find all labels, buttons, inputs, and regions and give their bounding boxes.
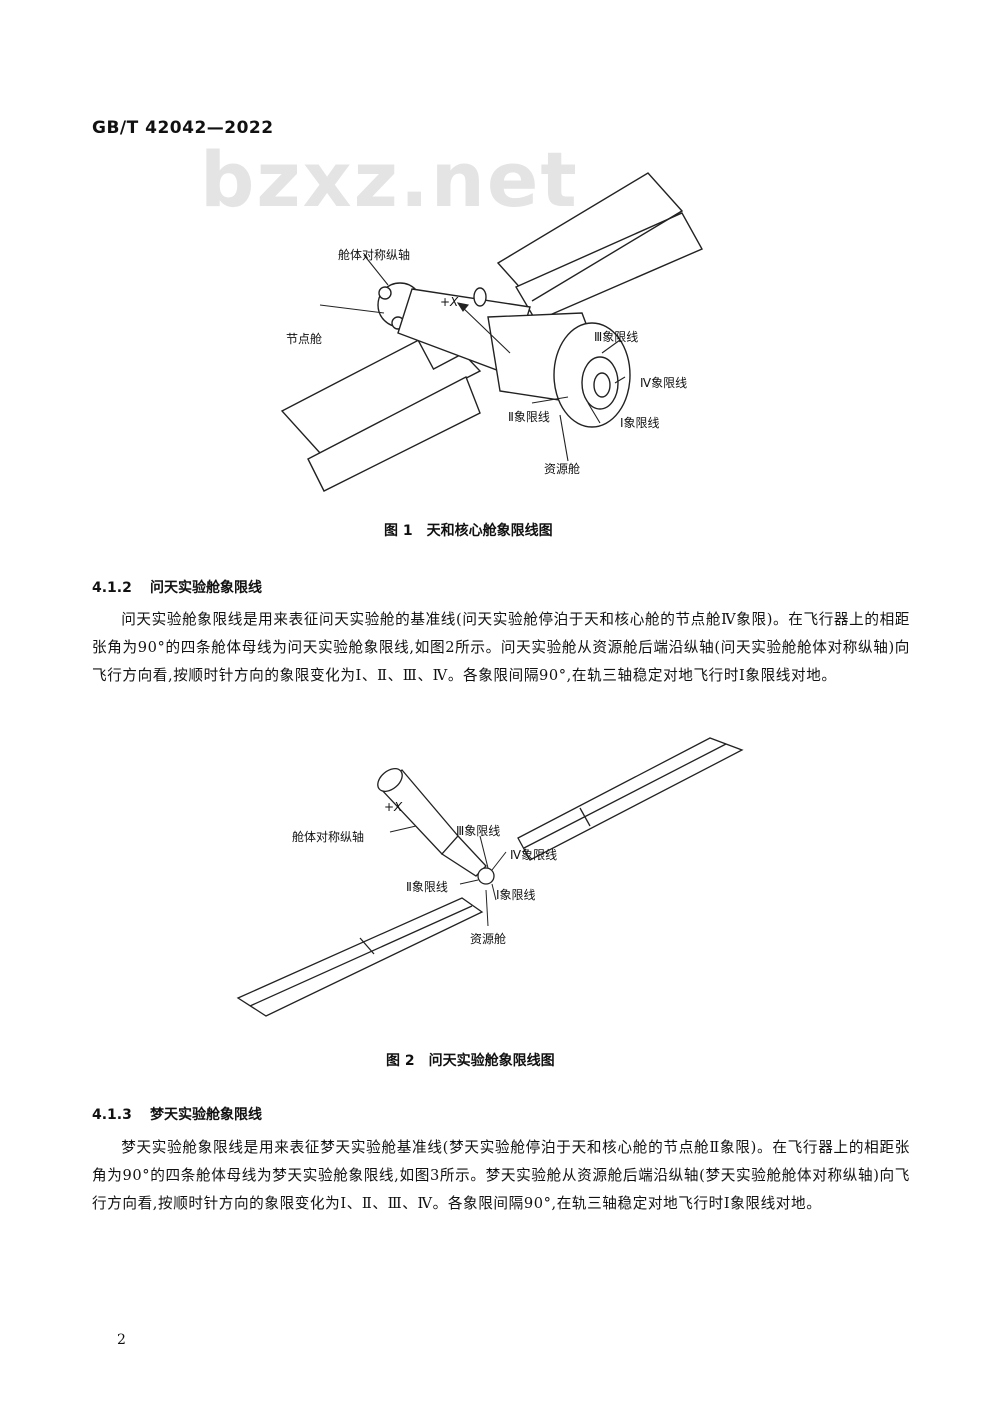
figure-2-quadrant-1-label: Ⅰ象限线	[496, 888, 536, 902]
figure-1-plus-x-label: +X	[440, 295, 459, 309]
figure-1-caption: 图 1 天和核心舱象限线图	[384, 523, 553, 539]
section-4-1-2-paragraph: 问天实验舱象限线是用来表征问天实验舱的基准线(问天实验舱停泊于天和核心舱的节点舱…	[92, 611, 910, 684]
resource-cabin	[477, 867, 495, 885]
figure-2-quadrant-2-label: Ⅱ象限线	[406, 880, 448, 894]
figure-2-caption: 图 2 问天实验舱象限线图	[386, 1053, 555, 1069]
figure-1-axis-label: 舱体对称纵轴	[338, 248, 411, 262]
solar-panel	[517, 737, 744, 861]
figure-1-resource-label: 资源舱	[544, 462, 581, 476]
figure-2-quadrant-4-label: Ⅳ象限线	[510, 848, 558, 862]
solar-panel	[307, 376, 481, 492]
figure-1-quadrant-4-label: Ⅳ象限线	[640, 376, 688, 390]
figure-2-plus-x-label: +X	[384, 800, 403, 814]
watermark: bzxz.net	[200, 135, 579, 224]
section-4-1-3-paragraph: 梦天实验舱象限线是用来表征梦天实验舱基准线(梦天实验舱停泊于天和核心舱的节点舱Ⅱ…	[92, 1139, 910, 1212]
figure-2-axis-label: 舱体对称纵轴	[292, 830, 365, 844]
section-4-1-3-heading: 4.1.3 梦天实验舱象限线	[92, 1104, 262, 1124]
figure-2-drawing	[236, 737, 744, 1017]
standard-number: GB/T 42042—2022	[92, 118, 274, 138]
figure-1-quadrant-1-label: Ⅰ象限线	[620, 416, 660, 430]
figure-1-quadrant-3-label: Ⅲ象限线	[594, 330, 639, 344]
figure-1-quadrant-2-label: Ⅱ象限线	[508, 410, 550, 424]
figure-2-resource-label: 资源舱	[470, 932, 507, 946]
section-title: 问天实验舱象限线	[150, 580, 262, 596]
section-number: 4.1.3	[92, 1107, 132, 1123]
section-number: 4.1.2	[92, 580, 132, 596]
figure-1-drawing	[280, 172, 703, 492]
figure-1-node-label: 节点舱	[286, 332, 323, 346]
section-4-1-2-heading: 4.1.2 问天实验舱象限线	[92, 577, 262, 597]
page-number: 2	[117, 1332, 126, 1348]
figure-2-quadrant-3-label: Ⅲ象限线	[456, 824, 501, 838]
section-title: 梦天实验舱象限线	[150, 1107, 262, 1123]
